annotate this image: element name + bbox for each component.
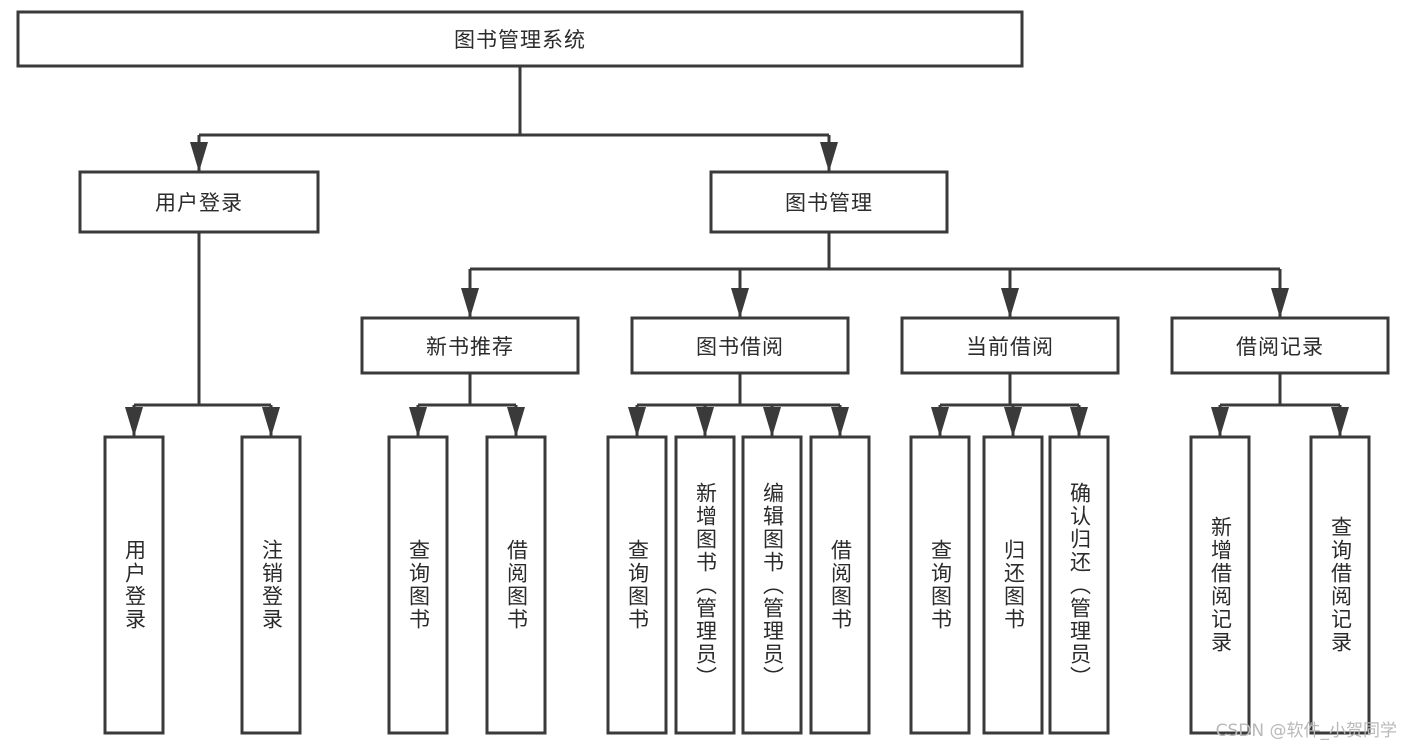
arrow-head-icon <box>763 407 781 437</box>
node-box-leaf-edit-book[interactable] <box>741 435 803 735</box>
node-box-current-borrow[interactable] <box>900 316 1120 375</box>
node-box-leaf-return-book[interactable] <box>982 435 1044 735</box>
arrow-head-icon <box>931 407 949 437</box>
node-box-borrow-record[interactable] <box>1170 316 1390 375</box>
arrow-head-icon <box>1001 288 1019 318</box>
node-box-leaf-query-book-3[interactable] <box>909 435 971 735</box>
node-box-leaf-query-borrow-record[interactable] <box>1309 435 1371 735</box>
node-box-user-login[interactable] <box>78 170 320 234</box>
node-box-leaf-query-book-1[interactable] <box>387 435 449 735</box>
node-box-leaf-user-login[interactable] <box>103 435 165 735</box>
arrow-head-icon <box>1070 407 1088 437</box>
node-box-leaf-confirm-return[interactable] <box>1048 435 1110 735</box>
arrow-head-icon <box>831 407 849 437</box>
node-box-leaf-borrow-book-1[interactable] <box>485 435 547 735</box>
node-box-leaf-logout[interactable] <box>240 435 302 735</box>
node-box-leaf-borrow-book-2[interactable] <box>809 435 871 735</box>
arrow-head-icon <box>262 407 280 437</box>
nodes-layer <box>16 10 1390 735</box>
arrow-head-icon <box>731 288 749 318</box>
connectors-layer <box>125 66 1349 437</box>
watermark-text: CSDN @软件_小贺同学 <box>1215 721 1397 741</box>
node-box-book-management[interactable] <box>709 170 949 234</box>
node-box-leaf-query-book-2[interactable] <box>606 435 668 735</box>
arrow-head-icon <box>1004 407 1022 437</box>
arrow-head-icon <box>507 407 525 437</box>
node-box-book-borrow[interactable] <box>630 316 850 375</box>
arrow-head-icon <box>820 142 838 172</box>
arrow-head-icon <box>1211 407 1229 437</box>
arrow-head-icon <box>125 407 143 437</box>
arrow-head-icon <box>190 142 208 172</box>
arrow-head-icon <box>461 288 479 318</box>
arrow-head-icon <box>628 407 646 437</box>
arrow-head-icon <box>409 407 427 437</box>
arrow-head-icon <box>696 407 714 437</box>
node-box-new-book-recommend[interactable] <box>360 316 580 375</box>
arrow-head-icon <box>1331 407 1349 437</box>
node-box-root[interactable] <box>16 10 1024 68</box>
node-box-leaf-add-borrow-record[interactable] <box>1189 435 1251 735</box>
node-box-leaf-add-book[interactable] <box>674 435 736 735</box>
arrow-head-icon <box>1271 288 1289 318</box>
